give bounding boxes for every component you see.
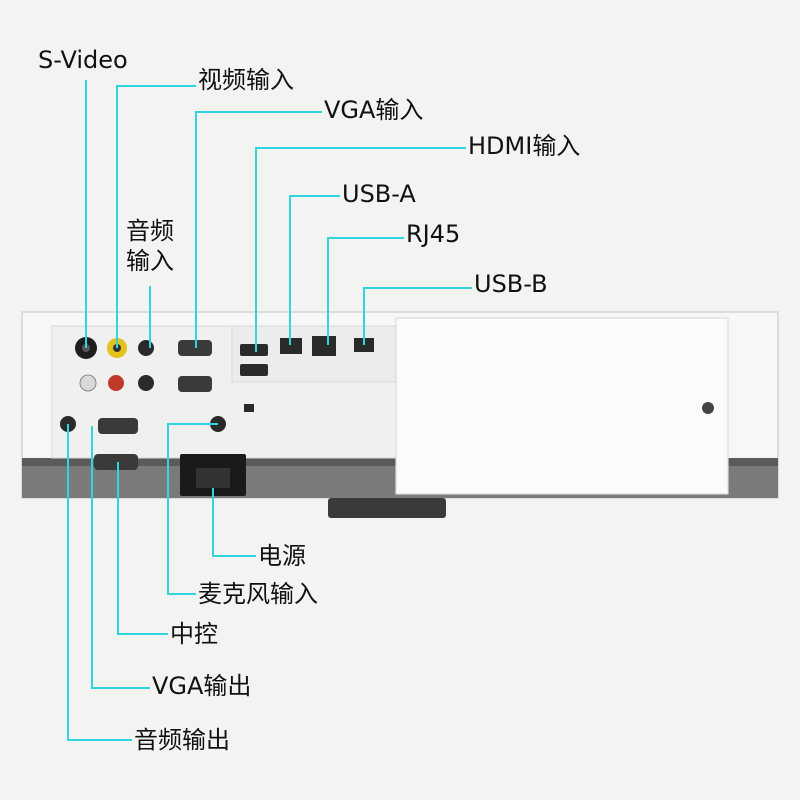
audio-in-label: 音频 输入 xyxy=(124,216,176,276)
mic-in-label: 麦克风输入 xyxy=(196,580,320,608)
control-label: 中控 xyxy=(168,620,220,648)
audio-rca-red xyxy=(108,375,124,391)
video-in-label: 视频输入 xyxy=(196,66,296,94)
audio-out-label: 音频输出 xyxy=(132,726,232,754)
usb-a-label: USB-A xyxy=(340,180,418,208)
projector-foot xyxy=(328,498,446,518)
rj45-port xyxy=(312,336,336,356)
hdmi-port xyxy=(240,344,268,356)
rj45-label: RJ45 xyxy=(404,220,462,248)
vga-in-label: VGA输入 xyxy=(322,96,425,124)
cover-screw xyxy=(702,402,714,414)
kensington-slot xyxy=(244,404,254,412)
audio-in-port xyxy=(138,340,154,356)
vga-out-port xyxy=(98,418,138,434)
audio-rca-white xyxy=(80,375,96,391)
power-label: 电源 xyxy=(256,542,308,570)
usb-b-label: USB-B xyxy=(472,270,550,298)
hdmi-port-2 xyxy=(240,364,268,376)
svideo-label: S-Video xyxy=(36,46,130,74)
control-port xyxy=(94,454,138,470)
vga-out-label: VGA输出 xyxy=(150,672,253,700)
vga-in-port-2 xyxy=(178,376,212,392)
projector-body xyxy=(22,312,778,518)
filter-cover xyxy=(396,318,728,494)
hdmi-in-label: HDMI输入 xyxy=(466,132,582,160)
